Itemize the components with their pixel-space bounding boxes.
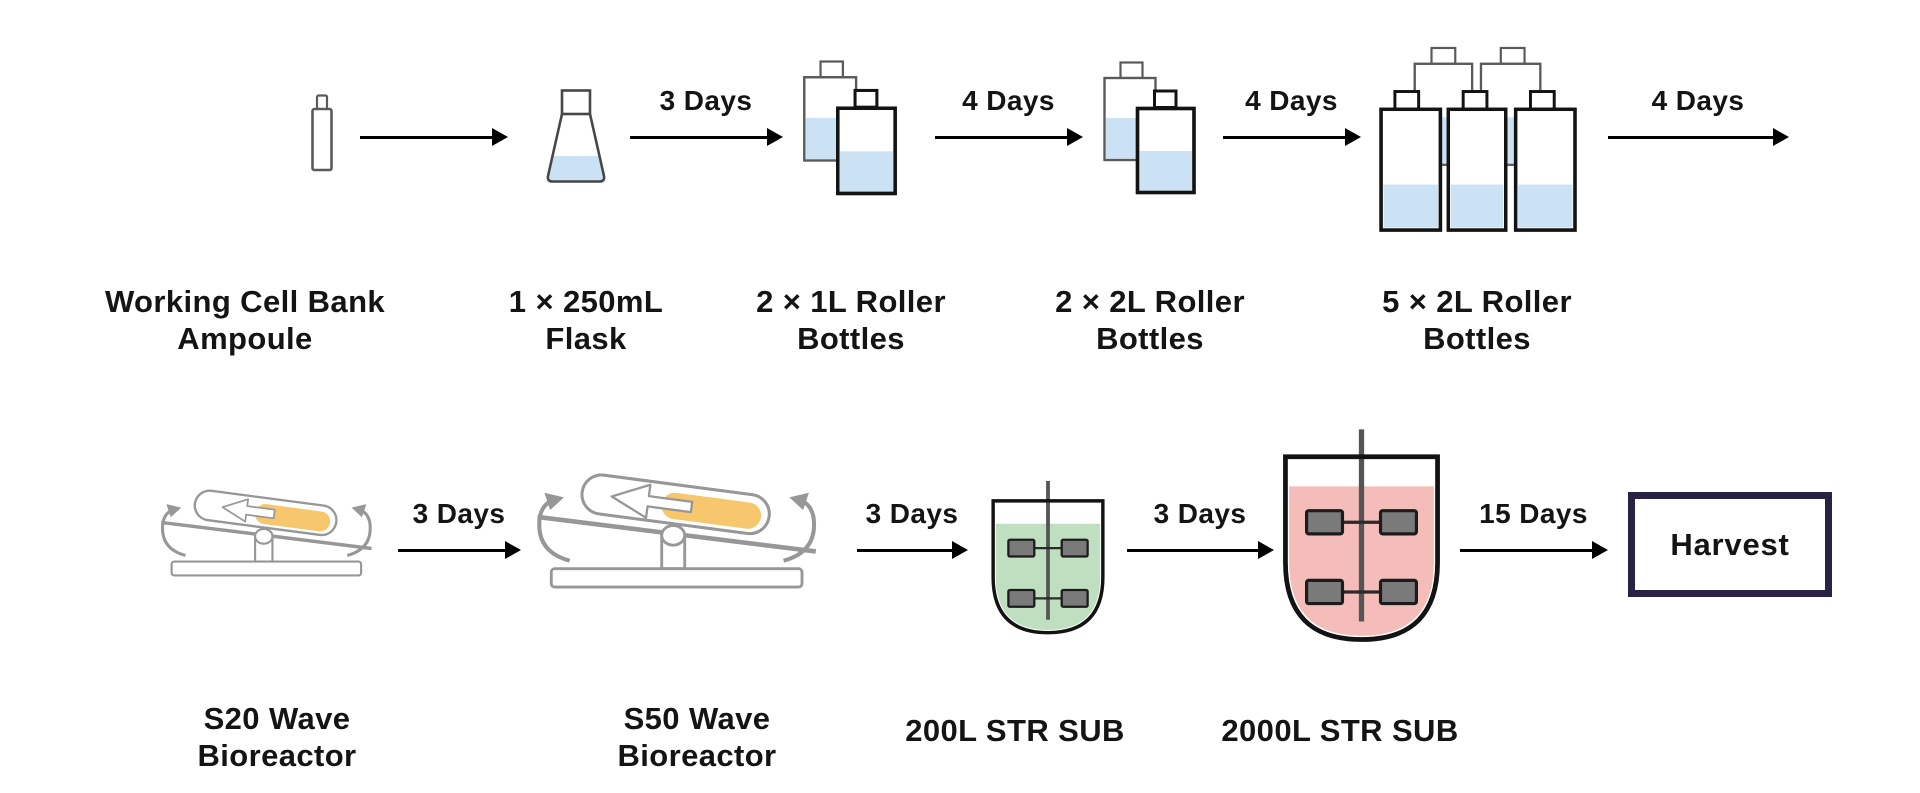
arrow-label: 3 Days	[865, 498, 959, 529]
arrowhead-icon	[505, 541, 521, 559]
stage-label-2x1l-roller: 2 × 1L Roller Bottles	[756, 284, 946, 356]
flask-icon	[546, 89, 606, 183]
harvest-box: Harvest	[1628, 492, 1832, 597]
arrowhead-icon	[1773, 128, 1789, 146]
roller-bottles-2x1l-icon	[803, 60, 897, 196]
arrow-label: 15 Days	[1479, 498, 1588, 529]
arrowhead-icon	[952, 541, 968, 559]
stage-label-s50-wave: S50 Wave Bioreactor	[617, 701, 777, 773]
arrowhead-icon	[1258, 541, 1274, 559]
str-2000l-tank-icon	[1283, 429, 1440, 642]
stage-label-working-cell-bank: Working Cell Bank Ampoule	[104, 284, 386, 356]
arrow-label: 3 Days	[1153, 498, 1247, 529]
stage-label-2x2l-roller: 2 × 2L Roller Bottles	[1055, 284, 1245, 356]
roller-bottles-5x2l-icon	[1379, 46, 1577, 232]
arrow-label: 4 Days	[1651, 85, 1745, 116]
arrow-shaft	[1223, 135, 1347, 139]
stage-label-200l-str-sub: 200L STR SUB	[905, 713, 1125, 748]
arrowhead-icon	[492, 128, 508, 146]
arrow-label: 4 Days	[1245, 85, 1338, 116]
arrow-shaft	[360, 135, 494, 139]
arrow-shaft	[857, 548, 954, 552]
arrow-label: 4 Days	[962, 85, 1055, 116]
str-200l-tank-icon	[991, 481, 1105, 635]
s50-wave-bioreactor-icon	[537, 473, 817, 589]
arrow-shaft	[935, 135, 1069, 139]
stage-label-250ml-flask: 1 × 250mL Flask	[508, 284, 664, 356]
arrow-label: 3 Days	[412, 498, 506, 529]
arrowhead-icon	[1067, 128, 1083, 146]
stage-label-s20-wave: S20 Wave Bioreactor	[197, 701, 357, 773]
arrowhead-icon	[1592, 541, 1608, 559]
harvest-label: Harvest	[1670, 526, 1790, 562]
roller-bottles-2x2l-icon	[1103, 61, 1196, 195]
arrow-label: 3 Days	[659, 85, 753, 116]
arrow-shaft	[1127, 548, 1260, 552]
arrow-shaft	[1460, 548, 1594, 552]
arrow-shaft	[398, 548, 507, 552]
stage-label-5x2l-roller: 5 × 2L Roller Bottles	[1382, 284, 1572, 356]
ampoule-icon	[311, 94, 333, 172]
arrowhead-icon	[767, 128, 783, 146]
arrow-shaft	[1608, 135, 1775, 139]
stage-label-2000l-str-sub: 2000L STR SUB	[1221, 713, 1459, 748]
arrowhead-icon	[1345, 128, 1361, 146]
s20-wave-bioreactor-icon	[160, 489, 372, 577]
arrow-shaft	[630, 135, 769, 139]
